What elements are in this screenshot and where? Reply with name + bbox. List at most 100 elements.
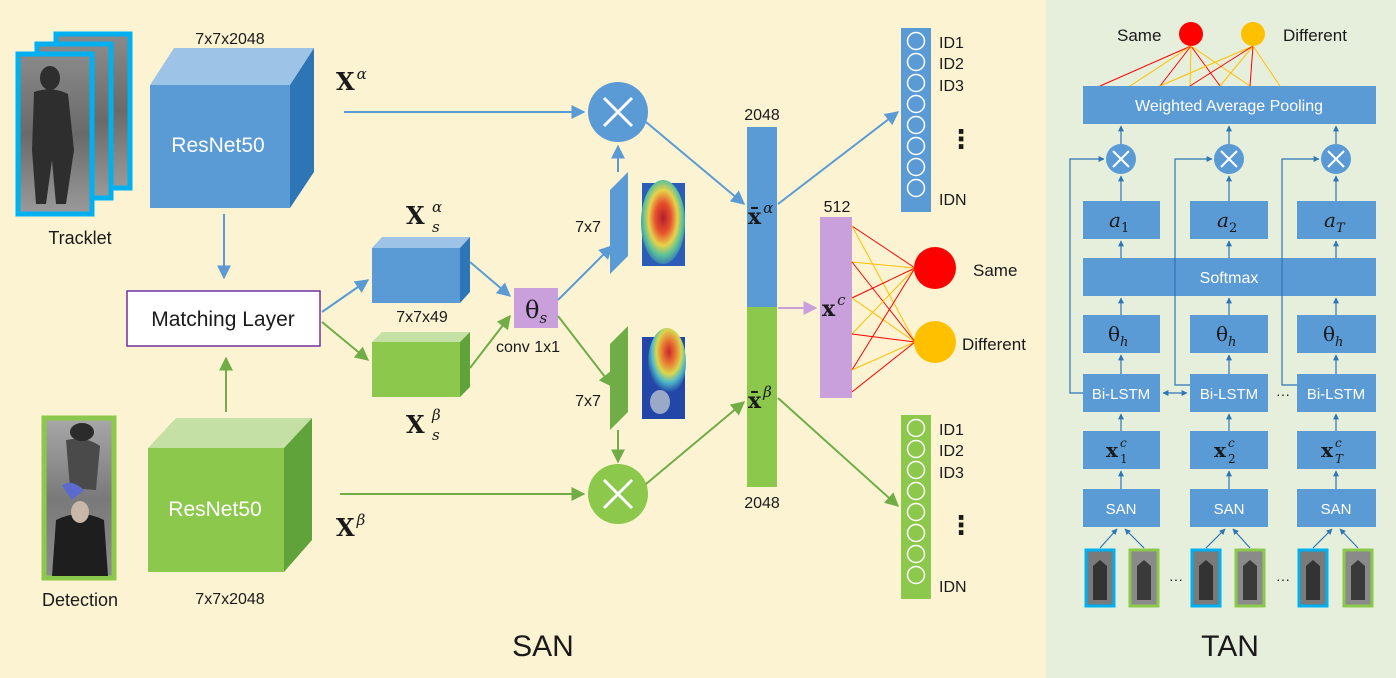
san-arrows [217,105,900,507]
tan-arrows [1069,125,1359,549]
tan-san-label-2: SAN [1214,501,1245,518]
tan-bilstm-label-3: Bi-LSTM [1307,386,1365,403]
matching-layer-box [126,290,321,347]
xs-alpha-box [372,237,470,303]
multiply-circle-bottom [588,464,648,524]
different-label: Different [962,335,1026,354]
tan-different-node [1241,22,1265,46]
tan-theta-label-3: θh [1323,322,1343,350]
tan-multiply-2 [1214,144,1244,174]
xs-beta-box [372,332,470,397]
tan-san-label-1: SAN [1106,501,1137,518]
tan-multiply-1 [1106,144,1136,174]
tan-bilstm-label-2: Bi-LSTM [1200,386,1258,403]
x-bar-beta-label: x̄β [748,383,772,414]
theta-s-box [514,288,558,328]
heatmap-bottom [642,328,686,419]
same-node [914,247,956,289]
tan-column-2: a2 θh Bi-LSTM x c 2 SAN [1190,144,1268,608]
tan-multiply-3 [1321,144,1351,174]
tan-panel-title: TAN [1201,630,1259,663]
tan-xc-sub-3: T [1335,452,1344,466]
tracklet-label: Tracklet [48,228,111,248]
resnet50-bottom-cube [148,418,312,572]
svg-text:xc: xc [822,291,846,322]
vector-x-c-dim: 512 [824,199,851,216]
svg-text:β: β [431,406,441,424]
svg-text:ID1: ID1 [939,422,964,439]
tan-theta-box-1 [1083,315,1160,353]
tan-bilstm-box-3 [1297,374,1376,412]
id-list-top: ID1 ID2 ID3 ⋮ IDN [939,35,974,209]
xs-beta-label: X β s [406,406,441,444]
tan-bilstm-box-2 [1190,374,1268,412]
detection-person-icon [52,423,108,576]
tan-san-box-3 [1297,489,1376,527]
softmax-box [1083,258,1376,296]
svg-text:IDN: IDN [939,192,967,209]
tan-tracklet-person-3 [1306,560,1320,600]
tan-a-label-3: aT [1324,208,1346,236]
tan-xc-label-3: x [1321,438,1334,462]
svg-text:θs: θs [525,296,547,327]
id-column-top [901,28,931,212]
tan-different-label: Different [1283,26,1347,45]
tan-xc-sup-1: c [1120,436,1127,450]
tan-xc-sup-2: c [1228,436,1235,450]
tan-san-box-2 [1190,489,1268,527]
tan-thumb-dots-2: ··· [1276,571,1290,587]
tan-theta-label-2: θh [1216,322,1236,350]
tan-bilstm-box-1 [1083,374,1160,412]
xs-alpha-dim: 7x7x49 [396,309,448,326]
svg-text:α: α [432,198,442,216]
tan-output-connections [1099,45,1281,87]
resnet50-top-cube [150,48,314,208]
vector-x-bar-beta [747,307,777,487]
tan-xc-box-2 [1190,431,1268,469]
softmax-label: Softmax [1200,270,1259,287]
tan-tracklet-person-1 [1093,560,1107,600]
tan-a-box-1 [1083,201,1160,239]
matching-layer-label: Matching Layer [151,308,295,331]
tan-xc-box-3 [1297,431,1376,469]
weighted-average-pooling-box [1083,86,1376,124]
id-column-bottom [901,415,931,599]
resnet50-bottom-dim: 7x7x2048 [195,591,264,608]
svg-text:⋮: ⋮ [948,510,974,540]
svg-text:Xβ: Xβ [336,511,366,542]
attention-map-top [610,172,628,274]
conv-1x1-label: conv 1x1 [496,339,560,356]
tan-same-label: Same [1117,26,1161,45]
tan-a-box-2 [1190,201,1268,239]
tan-column-3: aT θh Bi-LSTM x c T SAN [1297,144,1376,608]
tan-xc-sub-1: 1 [1120,452,1128,466]
tan-detection-person-2 [1243,560,1257,600]
svg-text:ID1: ID1 [939,35,964,52]
attention-map-bottom-dim: 7x7 [575,393,601,410]
tan-san-box-1 [1083,489,1160,527]
svg-text:ID2: ID2 [939,56,964,73]
x-bar-alpha-label: x̄α [748,199,773,230]
tan-tracklet-person-2 [1199,560,1213,600]
tan-column-1: a1 θh Bi-LSTM x c 1 SAN [1083,144,1160,608]
tan-detection-person-1 [1137,560,1151,600]
tan-a-box-3 [1297,201,1376,239]
different-node [914,321,956,363]
tan-xc-sub-2: 2 [1228,452,1236,466]
weighted-average-pooling-label: Weighted Average Pooling [1135,98,1323,115]
svg-text:ID3: ID3 [939,465,964,482]
tan-bilstm-label-1: Bi-LSTM [1092,386,1150,403]
svg-text:Xα: Xα [336,65,367,96]
svg-text:ID3: ID3 [939,78,964,95]
tan-xc-label-2: x [1214,438,1227,462]
vector-x-bar-alpha [747,127,777,307]
attention-map-top-dim: 7x7 [575,219,601,236]
xc-classifier-connections [851,225,916,393]
id-list-bottom: ID1 ID2 ID3 ⋮ IDN [939,422,974,596]
tan-thumb-dots-1: ··· [1169,571,1183,587]
